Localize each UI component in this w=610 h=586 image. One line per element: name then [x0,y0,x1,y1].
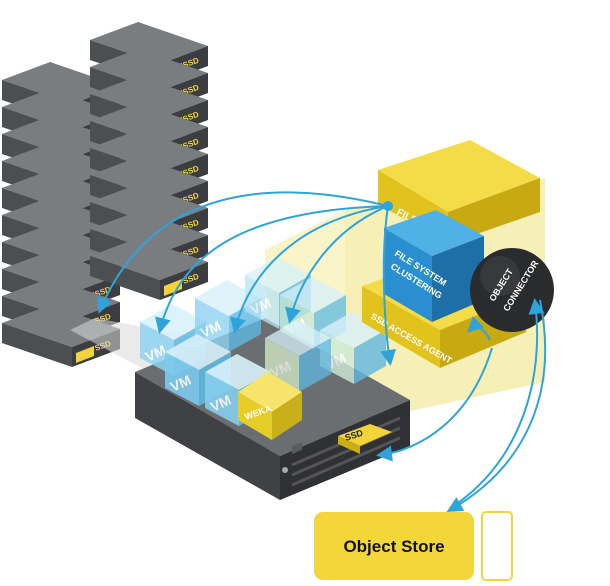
vm-label: VM [198,318,224,341]
vm-label: VM [208,392,234,415]
object-store-label: Object Store [343,537,444,556]
weka-cube: WEKA [238,372,302,440]
vm-label: VM [143,342,169,365]
vm-label: VM [248,295,274,318]
server-ssd: SSD [338,424,392,454]
object-store: Object Store [314,511,513,581]
rack-right-unit: SSD [90,238,208,300]
data-flow-arrows [97,191,547,512]
vm-cube: VM [265,320,331,392]
vm-label: VM [268,358,294,381]
vm-label: VM [168,372,194,395]
